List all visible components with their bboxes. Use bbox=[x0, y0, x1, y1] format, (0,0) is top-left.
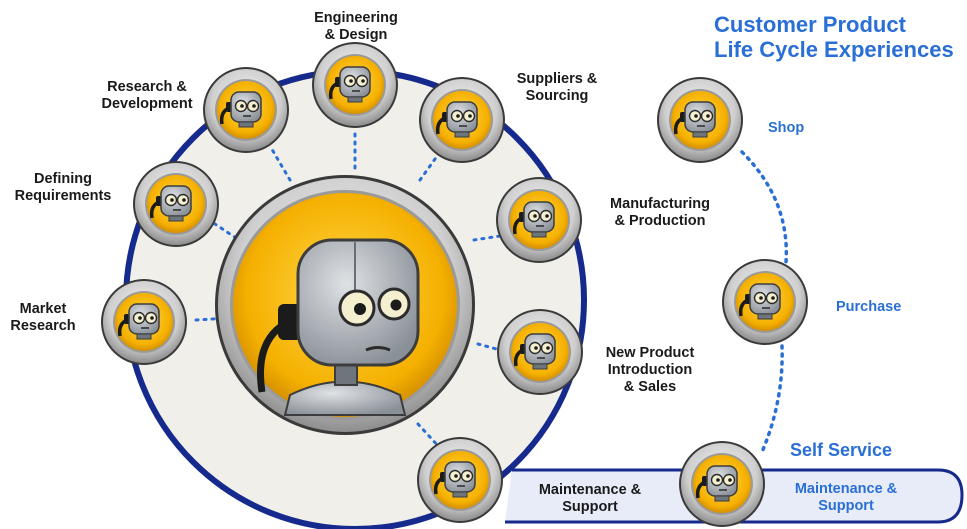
connector-shop-purchase bbox=[740, 150, 789, 264]
self-service-heading: Self Service bbox=[790, 440, 893, 460]
connector-suppliers-sourcing bbox=[418, 150, 442, 182]
node-self-service-support-robot-icon bbox=[677, 439, 767, 529]
node-suppliers-sourcing-robot-icon bbox=[417, 75, 507, 165]
node-npi-sales-robot-icon bbox=[495, 307, 585, 397]
label-suppliers-sourcing: Suppliers &Sourcing bbox=[516, 71, 598, 104]
connector-defining-requirements bbox=[210, 220, 238, 240]
node-engineering-design-robot-icon bbox=[310, 40, 400, 130]
connector-npi-sales bbox=[476, 342, 502, 352]
node-shop-robot-icon bbox=[655, 75, 745, 165]
node-manufacturing-production-robot-icon bbox=[494, 175, 584, 265]
label-manufacturing-production: Manufacturing& Production bbox=[610, 196, 710, 229]
connector-research-development bbox=[268, 144, 292, 182]
connector-maintenance-support bbox=[416, 422, 442, 450]
connector-purchase-support bbox=[760, 344, 784, 454]
node-defining-requirements-robot-icon bbox=[131, 159, 221, 249]
hub-robot-with-plug-icon bbox=[215, 175, 475, 435]
label-purchase: Purchase bbox=[836, 299, 902, 315]
label-research-development: Research &Development bbox=[101, 79, 193, 112]
label-shop: Shop bbox=[768, 120, 805, 136]
label-engineering-design: Engineering& Design bbox=[314, 10, 398, 43]
label-self-service-support: Maintenance &Support bbox=[794, 481, 898, 514]
connector-market-research bbox=[194, 316, 232, 322]
node-maintenance-support-robot-icon bbox=[415, 435, 505, 525]
node-research-development-robot-icon bbox=[201, 65, 291, 155]
node-market-research-robot-icon bbox=[99, 277, 189, 367]
node-purchase-robot-icon bbox=[720, 257, 810, 347]
hub-connectors bbox=[194, 126, 502, 450]
label-maintenance-support: Maintenance &Support bbox=[538, 482, 642, 515]
